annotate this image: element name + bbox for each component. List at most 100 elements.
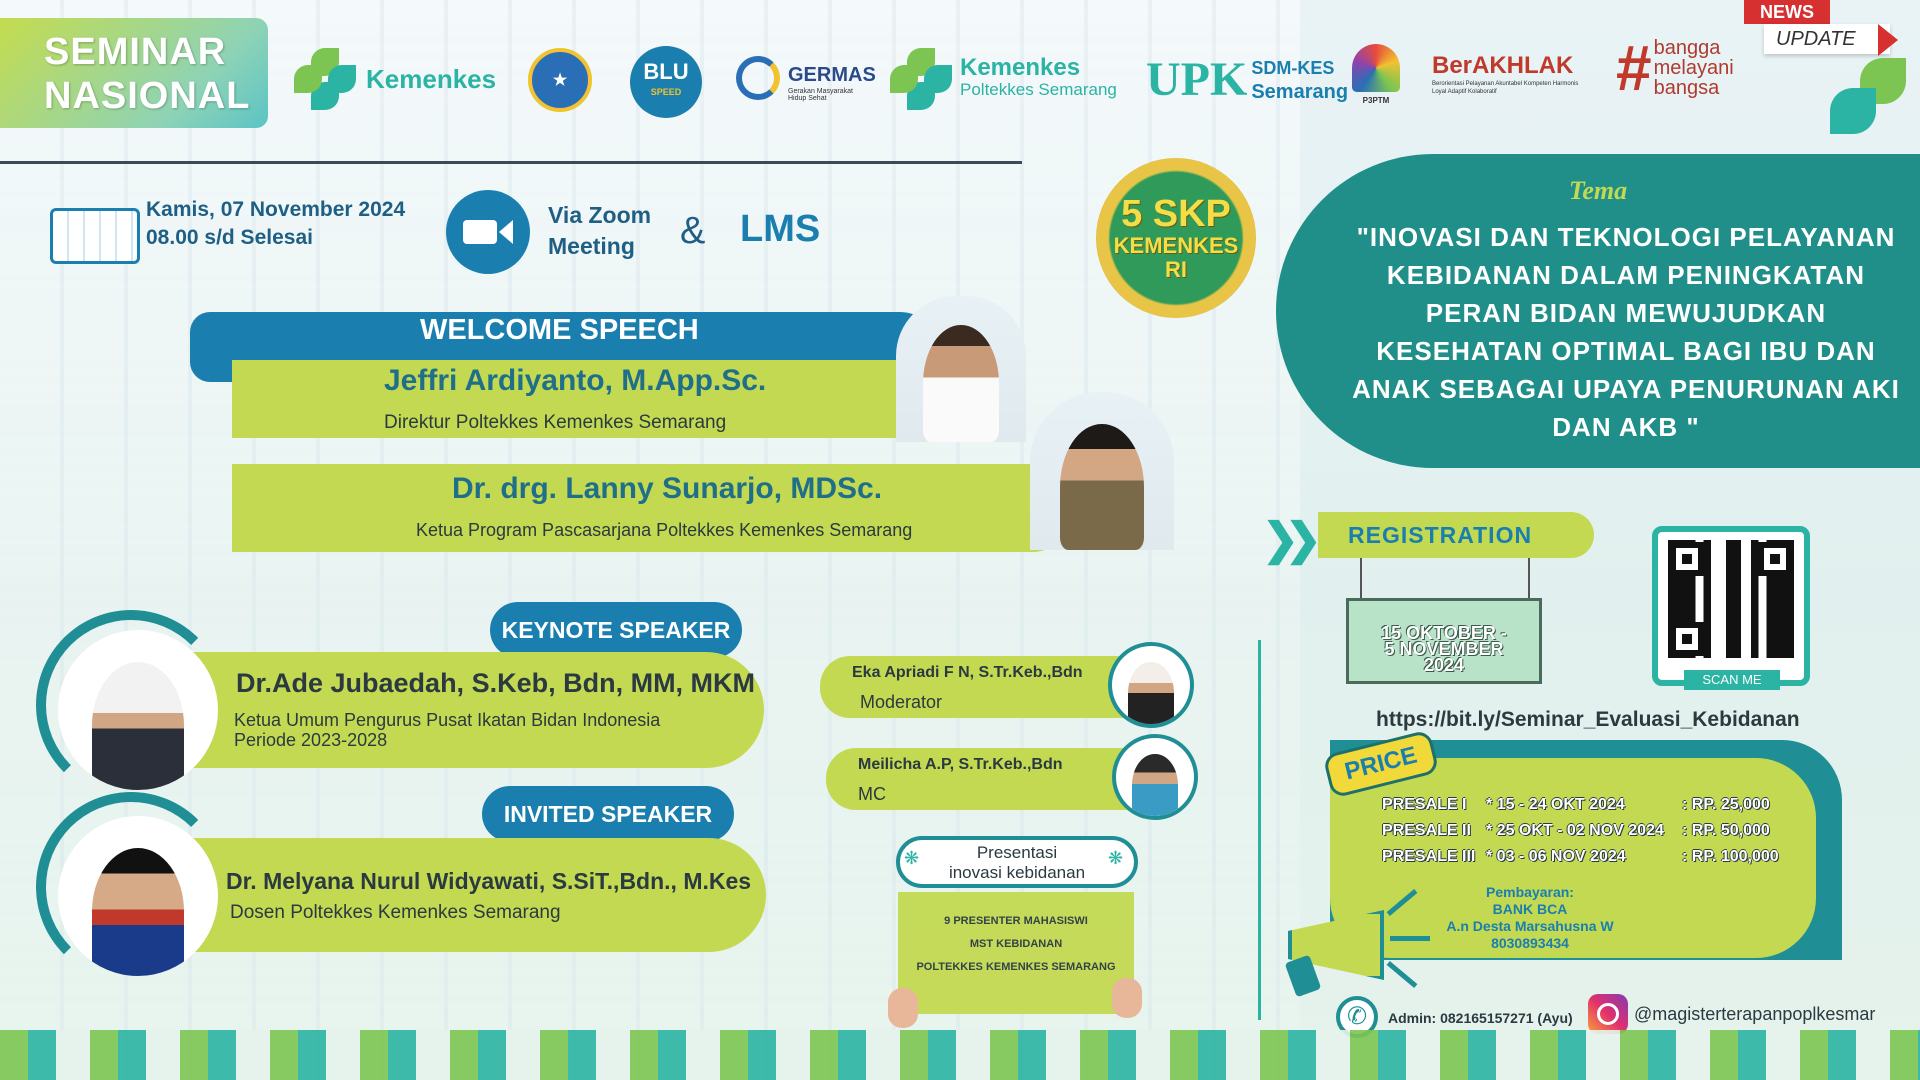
p3ptm-logo-text: P3PTM: [1362, 96, 1390, 105]
mc-photo: [1112, 734, 1198, 820]
welcome-speaker-2-bar: Dr. drg. Lanny Sunarjo, MDSc. Ketua Prog…: [232, 464, 1072, 552]
welcome-speaker-2-photo: [1030, 392, 1174, 550]
sound-line-2: [1390, 936, 1430, 941]
skp-line-3: RI: [1165, 257, 1187, 282]
invited-speaker-label: INVITED SPEAKER: [482, 786, 734, 842]
invited-speaker-role: Dosen Poltekkes Kemenkes Semarang: [230, 902, 561, 923]
event-datetime: Kamis, 07 November 2024 08.00 s/d Selesa…: [146, 196, 405, 252]
hashtag-icon: #: [1616, 32, 1652, 104]
keynote-speaker-photo: [58, 630, 218, 790]
mc-role: MC: [858, 784, 886, 804]
keynote-speaker-bar: Dr.Ade Jubaedah, S.Keb, Bdn, MM, MKM Ket…: [180, 652, 764, 768]
theme-text: "INOVASI DAN TEKNOLOGI PELAYANAN KEBIDAN…: [1352, 222, 1900, 442]
title-line-2: NASIONAL: [44, 75, 251, 117]
registration-date-2: 5 NOVEMBER: [1384, 639, 1504, 659]
bangga-melayani-logo: # bangga melayani bangsa: [1616, 32, 1734, 104]
sign-string-right: [1528, 558, 1530, 608]
berakhlak-logo-text: BerAKHLAK: [1432, 52, 1574, 79]
registration-date-sign: 15 OKTOBER - 5 NOVEMBER 2024: [1346, 598, 1542, 684]
price-row-3-name: PRESALE III: [1382, 848, 1476, 865]
invited-speaker-bar: Dr. Melyana Nurul Widyawati, S.SiT.,Bdn.…: [180, 838, 766, 952]
germas-swoosh-icon: [736, 56, 780, 100]
mc-bar: Meilicha A.P, S.Tr.Keb.,Bdn MC: [826, 748, 1160, 810]
kemenkes-logo: Kemenkes: [294, 48, 496, 110]
moderator-name: Eka Apriadi F N, S.Tr.Keb.,Bdn: [852, 664, 1083, 681]
upk-logo-sub2: Semarang: [1251, 80, 1349, 103]
header-divider: [0, 161, 1022, 164]
moderator-photo: [1108, 642, 1194, 728]
theme-label: Tema: [1568, 176, 1628, 205]
corner-leaf-decoration: [1830, 58, 1920, 138]
price-row-1-name: PRESALE I: [1382, 796, 1467, 813]
instagram-icon[interactable]: [1588, 994, 1628, 1034]
price-panel: PRESALE I* 15 - 24 OKT 2024: RP. 25,000 …: [1330, 758, 1816, 958]
qr-finder-tr: [1758, 542, 1792, 576]
welcome-speaker-1-photo: [896, 296, 1026, 442]
registration-date-1: 15 OKTOBER -: [1381, 623, 1507, 643]
flower-icon-right: ❋: [1108, 848, 1124, 868]
keynote-role-line-1: Ketua Umum Pengurus Pusat Ikatan Bidan I…: [234, 710, 661, 730]
qr-finder-tl: [1670, 542, 1704, 576]
hand-right-icon: [1112, 978, 1142, 1018]
qr-code[interactable]: [1652, 526, 1810, 686]
payment-label: Pembayaran:: [1486, 884, 1574, 900]
welcome-speaker-1-name: Jeffri Ardiyanto, M.App.Sc.: [384, 364, 767, 397]
welcome-speaker-1-bar: Jeffri Ardiyanto, M.App.Sc. Direktur Pol…: [232, 360, 962, 438]
skp-line-2: KEMENKES: [1113, 233, 1239, 258]
p3ptm-flame-icon: [1352, 44, 1400, 92]
admin-contact[interactable]: Admin: 082165157271 (Ayu): [1388, 1010, 1573, 1026]
update-badge: UPDATE: [1764, 24, 1890, 54]
registration-date-3: 2024: [1423, 655, 1465, 675]
presentasi-line-1: 9 PRESENTER MAHASISWI: [944, 915, 1088, 927]
ampersand: &: [680, 210, 706, 252]
blu-logo-subtext: SPEED: [650, 87, 682, 97]
registration-label: REGISTRATION: [1318, 512, 1594, 558]
skp-badge: 5 SKP KEMENKES RI: [1096, 158, 1256, 318]
welcome-speaker-2-role: Ketua Program Pascasarjana Poltekkes Kem…: [416, 520, 913, 540]
price-row-2-dates: * 25 OKT - 02 NOV 2024: [1486, 822, 1664, 839]
kemenkes-logo-text: Kemenkes: [366, 63, 497, 94]
instagram-handle[interactable]: @magisterterapanpoplkesmar: [1634, 1004, 1876, 1024]
bangga-text-2: melayani: [1653, 57, 1734, 79]
chevrons-right-icon: ❯❯: [1262, 515, 1322, 564]
keynote-ring-decoration: [36, 610, 226, 800]
payment-bank: BANK BCA: [1492, 901, 1568, 917]
p3ptm-logo: P3PTM: [1344, 44, 1408, 114]
bangga-text-3: bangsa: [1653, 77, 1720, 99]
lms-label: LMS: [740, 208, 821, 250]
upk-logo: UPK SDM-KES Semarang: [1146, 52, 1348, 107]
keynote-speaker-label: KEYNOTE SPEAKER: [490, 602, 742, 658]
theme-panel: Tema "INOVASI DAN TEKNOLOGI PELAYANAN KE…: [1276, 154, 1920, 468]
event-date: Kamis, 07 November 2024: [146, 198, 406, 221]
sound-line-3: [1386, 961, 1418, 988]
kemenkes-leaf-icon: [294, 48, 356, 110]
price-row-2-name: PRESALE II: [1382, 822, 1471, 839]
registration-url[interactable]: https://bit.ly/Seminar_Evaluasi_Kebidana…: [1376, 708, 1800, 731]
keynote-speaker-name: Dr.Ade Jubaedah, S.Keb, Bdn, MM, MKM: [236, 668, 756, 698]
price-row-2-price: : RP. 50,000: [1682, 822, 1770, 839]
via-line-2: Meeting: [548, 233, 635, 259]
arrow-right-icon: [1878, 24, 1898, 56]
poltekkes-logo-subtext: Poltekkes Semarang: [960, 80, 1117, 99]
video-camera-icon: [446, 190, 530, 274]
invited-speaker-name: Dr. Melyana Nurul Widyawati, S.SiT.,Bdn.…: [226, 868, 752, 894]
presentasi-board: 9 PRESENTER MAHASISWI MST KEBIDANAN POLT…: [898, 892, 1134, 1014]
germas-logo-subtext: Gerakan Masyarakat Hidup Sehat: [788, 88, 853, 102]
payment-account-no: 8030893434: [1491, 935, 1569, 951]
presentasi-title-1: Presentasi: [976, 843, 1058, 862]
tut-wuri-logo-icon: ★: [528, 48, 592, 112]
qr-finder-bl: [1670, 622, 1704, 656]
seminar-title-box: SEMINAR NASIONAL: [0, 18, 268, 128]
presentasi-label: Presentasi inovasi kebidanan: [896, 836, 1138, 888]
title-line-1: SEMINAR: [44, 31, 227, 73]
invited-ring-decoration: [36, 792, 226, 982]
germas-logo: GERMAS Gerakan Masyarakat Hidup Sehat: [736, 50, 876, 110]
moderator-role: Moderator: [860, 692, 943, 712]
upk-logo-sub1: SDM-KES: [1251, 57, 1335, 78]
event-time: 08.00 s/d Selesai: [146, 226, 313, 249]
vertical-divider: [1258, 640, 1261, 1020]
presentasi-line-3: POLTEKKES KEMENKES SEMARANG: [916, 961, 1116, 973]
price-row-3-dates: * 03 - 06 NOV 2024: [1486, 848, 1626, 865]
berakhlak-logo-subtext: Berorientasi Pelayanan Akuntabel Kompete…: [1432, 81, 1579, 95]
price-rows: PRESALE I* 15 - 24 OKT 2024: RP. 25,000 …: [1382, 792, 1812, 870]
